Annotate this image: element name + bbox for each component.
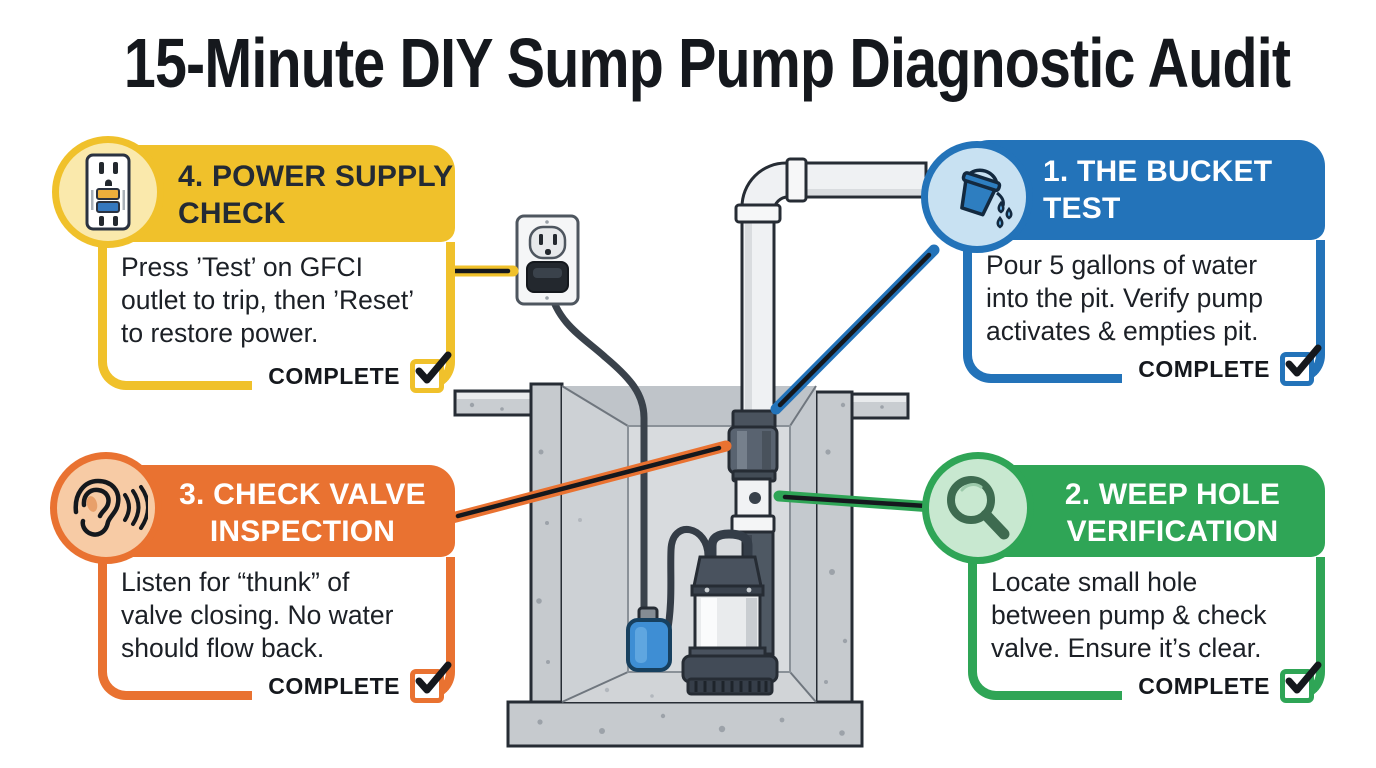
complete-label: COMPLETE [268, 672, 400, 699]
callout-instructions: Pour 5 gallons of water into the pit. Ve… [986, 250, 1263, 346]
complete-label: COMPLETE [1138, 672, 1270, 699]
complete-label: COMPLETE [1138, 355, 1270, 382]
callout-body: Pour 5 gallons of water into the pit. Ve… [963, 240, 1325, 388]
check-valve [727, 409, 779, 534]
discharge-pipe [734, 157, 928, 417]
callout-title: 4. POWER SUPPLY CHECK [178, 160, 454, 230]
callout-connector-lines [443, 244, 940, 524]
pipe-coupling [734, 203, 782, 224]
float-switch [626, 606, 672, 672]
complete-row: COMPLETE [1122, 661, 1322, 705]
page-title: 15-Minute DIY Sump Pump Diagnostic Audit [123, 24, 1291, 102]
float-switch-cord [663, 526, 712, 638]
checkmark-icon [1285, 344, 1322, 377]
callout-bucket-test: 1. THE BUCKET TEST Pour 5 gallons of wat… [921, 140, 1325, 388]
checkmark-icon [1285, 661, 1322, 694]
complete-checkbox[interactable] [1280, 661, 1322, 703]
power-cord [546, 286, 648, 612]
sump-pump [681, 529, 779, 696]
callout-weep-hole-verification: 2. WEEP HOLE VERIFICATION Locate small h… [922, 452, 1325, 705]
gfci-outlet-icon [52, 136, 164, 248]
complete-row: COMPLETE [252, 351, 452, 395]
bucket-pouring-icon [921, 141, 1033, 253]
callout-body: Locate small hole between pump & check v… [968, 557, 1325, 705]
checkmark-icon [415, 351, 452, 384]
complete-checkbox[interactable] [410, 661, 452, 703]
callout-body: Listen for “thunk” of valve closing. No … [98, 557, 455, 705]
complete-checkbox[interactable] [1280, 344, 1322, 386]
callout-instructions: Locate small hole between pump & check v… [991, 567, 1267, 663]
magnifying-glass-icon [922, 452, 1034, 564]
complete-label: COMPLETE [268, 362, 400, 389]
ear-listening-icon [50, 452, 162, 564]
complete-checkbox[interactable] [410, 351, 452, 393]
complete-row: COMPLETE [252, 661, 452, 705]
checkmark-icon [415, 661, 452, 694]
wall-outlet [515, 214, 580, 306]
pipe-coupling [785, 157, 808, 203]
callout-header: 4. POWER SUPPLY CHECK [98, 145, 455, 242]
callout-power-supply-check: 4. POWER SUPPLY CHECK Press ’Test’ on GF… [52, 136, 455, 395]
sump-pit [469, 382, 884, 748]
callout-title: 3. CHECK VALVE INSPECTION [179, 478, 426, 548]
callout-title: 2. WEEP HOLE VERIFICATION [1064, 478, 1281, 548]
concrete-speckles [469, 402, 884, 736]
pump-handle [707, 529, 753, 561]
callout-check-valve-inspection: 3. CHECK VALVE INSPECTION Listen for “th… [50, 452, 455, 705]
callout-title: 1. THE BUCKET TEST [1043, 155, 1273, 225]
weep-hole [749, 492, 761, 504]
callout-instructions: Press ’Test’ on GFCI outlet to trip, the… [121, 252, 415, 348]
complete-row: COMPLETE [1122, 344, 1322, 388]
callout-body: Press ’Test’ on GFCI outlet to trip, the… [98, 242, 455, 395]
callout-instructions: Listen for “thunk” of valve closing. No … [121, 567, 394, 663]
callout-header: 3. CHECK VALVE INSPECTION [98, 465, 455, 557]
